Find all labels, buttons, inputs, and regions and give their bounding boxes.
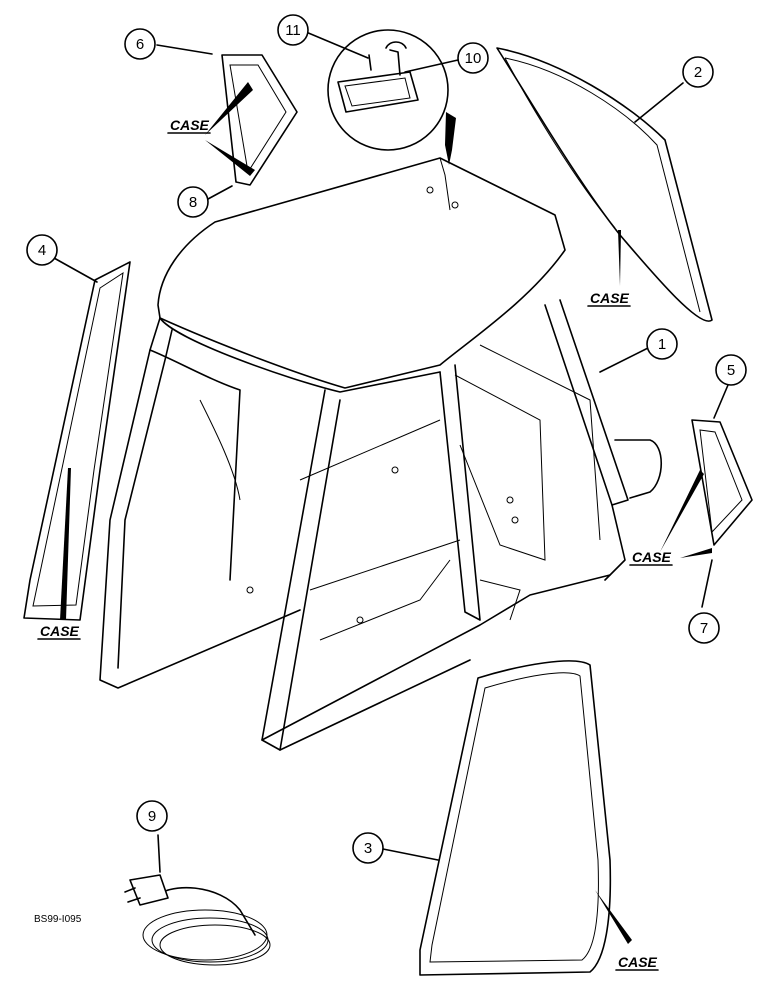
weatherstrip-coil-part-9: [124, 874, 271, 966]
callout-7: 7: [700, 620, 708, 637]
door-window-part-3: [419, 660, 612, 976]
callout-circle-9: [136, 800, 168, 832]
rear-window-part-2: [496, 47, 713, 322]
callout-circle-3: [352, 832, 384, 864]
callout-circle-11: [277, 14, 309, 46]
callout-3: 3: [364, 840, 372, 857]
brand-label-part-2: CASE: [590, 290, 630, 306]
cab-roof: [157, 157, 566, 393]
callout-circle-1: [646, 328, 678, 360]
callout-11: 11: [285, 22, 301, 39]
callout-circle-4: [26, 234, 58, 266]
small-window-part-6: [221, 54, 298, 186]
callout-1: 1: [658, 336, 666, 353]
label-pointers: [60, 82, 712, 944]
callout-circle-7: [688, 612, 720, 644]
callout-circle-5: [715, 354, 747, 386]
callout-5: 5: [727, 362, 735, 379]
callout-markers: [26, 14, 747, 864]
callout-circle-2: [682, 56, 714, 88]
callout-circle-8: [177, 186, 209, 218]
callout-2: 2: [694, 64, 702, 81]
callout-10: 10: [465, 50, 482, 67]
callout-4: 4: [38, 242, 46, 259]
brand-labels: CASE CASE CASE CASE CASE: [37, 117, 673, 971]
brand-label-part-5-7: CASE: [632, 549, 672, 565]
callout-circle-6: [124, 28, 156, 60]
callout-circle-10: [457, 42, 489, 74]
brand-label-part-3: CASE: [618, 954, 658, 970]
brand-label-part-4: CASE: [40, 623, 80, 639]
callout-6: 6: [136, 36, 144, 53]
left-window-part-4: [23, 261, 131, 621]
leader-lines: [53, 31, 729, 873]
small-window-part-5: [691, 419, 753, 546]
mirror-assembly: [327, 29, 449, 151]
callout-numbers: 6 11 10 2 4 1 5 8 7 3 9: [38, 22, 735, 857]
brand-label-part-6: CASE: [170, 117, 210, 133]
reference-code: BS99-I095: [34, 914, 82, 925]
callout-9: 9: [148, 808, 156, 825]
callout-8: 8: [189, 194, 197, 211]
roof-mount-pointer: [445, 112, 456, 165]
cab-frame: [99, 299, 662, 751]
